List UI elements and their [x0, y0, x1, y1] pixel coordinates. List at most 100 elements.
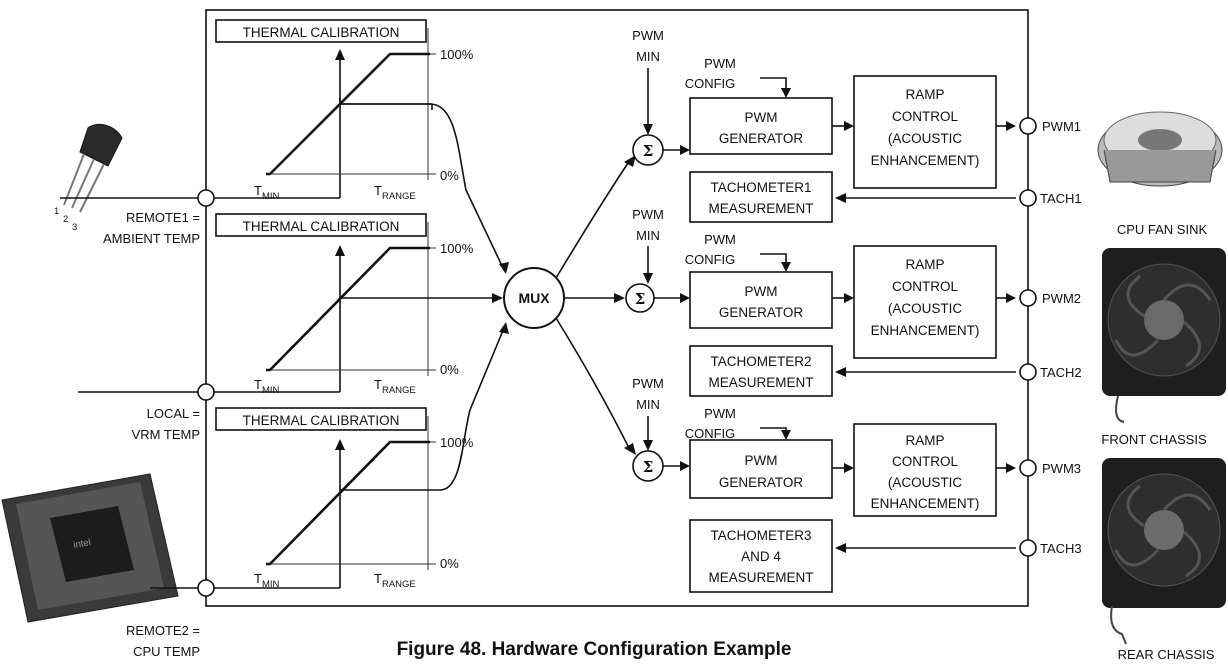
- pwm-config-1-line1: PWM: [704, 56, 736, 71]
- mux-input-lines: [340, 103, 509, 491]
- thermal-calibration-2: THERMAL CALIBRATION 100% 0% TMIN TRANGE: [214, 213, 474, 396]
- pwm3-label: PWM3: [1042, 461, 1081, 476]
- channel-3: PWM MIN Σ PWM CONFIG PWM GENERATOR RAMP …: [632, 376, 1016, 517]
- svg-text:MEASUREMENT: MEASUREMENT: [708, 570, 813, 585]
- tachometer-1-block: TACHOMETER1 MEASUREMENT: [689, 171, 1016, 223]
- pwm-min-2-line2: MIN: [636, 228, 660, 243]
- thermal-calibration-2-title: THERMAL CALIBRATION: [243, 219, 400, 234]
- tc2-0pct: 0%: [440, 362, 459, 377]
- figure-caption: Figure 48. Hardware Configuration Exampl…: [397, 639, 792, 660]
- svg-text:MEASUREMENT: MEASUREMENT: [708, 375, 813, 390]
- ramp-1-line2: CONTROL: [892, 109, 958, 124]
- tc1-tmin: T: [254, 183, 262, 198]
- tc2-100pct: 100%: [440, 241, 474, 256]
- pwm-min-3-line2: MIN: [636, 397, 660, 412]
- tach3-label: TACH3: [1040, 541, 1082, 556]
- pwm1-label: PWM1: [1042, 119, 1081, 134]
- tc3-100pct: 100%: [440, 435, 474, 450]
- tc2-trange: T: [374, 377, 382, 392]
- pwm-gen-2-line2: GENERATOR: [719, 305, 804, 320]
- tc2-tmin: T: [254, 377, 262, 392]
- remote1-pin: [197, 189, 215, 207]
- remote2-label-line2: CPU TEMP: [133, 644, 200, 659]
- thermal-calibration-1-title: THERMAL CALIBRATION: [243, 25, 400, 40]
- remote1-label-line2: AMBIENT TEMP: [103, 231, 200, 246]
- remote2-pin: [197, 579, 215, 597]
- thermal-calibration-3-title: THERMAL CALIBRATION: [243, 413, 400, 428]
- ramp-3-line2: CONTROL: [892, 454, 958, 469]
- local-pin: [197, 383, 215, 401]
- svg-text:TACHOMETER2: TACHOMETER2: [710, 354, 811, 369]
- pwm-gen-1-line2: GENERATOR: [719, 131, 804, 146]
- tc1-tmin-sub: MIN: [262, 191, 280, 202]
- svg-text:TMIN: TMIN: [254, 183, 280, 202]
- tc3-tmin-sub: MIN: [262, 579, 280, 590]
- tc3-trange: T: [374, 571, 382, 586]
- pwm-config-2-line2: CONFIG: [685, 252, 736, 267]
- ramp-2-line4: ENHANCEMENT): [871, 323, 980, 338]
- ramp-3-line4: ENHANCEMENT): [871, 496, 980, 511]
- svg-text:AND 4: AND 4: [741, 549, 781, 564]
- svg-text:3: 3: [72, 222, 77, 233]
- pwm-gen-1-line1: PWM: [745, 110, 778, 125]
- ramp-1-line1: RAMP: [905, 87, 944, 102]
- tach1-label: TACH1: [1040, 191, 1082, 206]
- tach2-label: TACH2: [1040, 365, 1082, 380]
- pwm-min-1-line1: PWM: [632, 28, 664, 43]
- tachometer-2-block: TACHOMETER2 MEASUREMENT: [689, 345, 1016, 397]
- pwm-gen-3-line1: PWM: [745, 453, 778, 468]
- mux-label: MUX: [518, 290, 550, 306]
- pwm-gen-3-line2: GENERATOR: [719, 475, 804, 490]
- tachometer-3-block: TACHOMETER3 AND 4 MEASUREMENT: [689, 519, 1016, 593]
- pwm-min-1-line2: MIN: [636, 49, 660, 64]
- tc1-trange: T: [374, 183, 382, 198]
- thermal-calibration-3: THERMAL CALIBRATION 100% 0% TMIN TRANGE: [214, 407, 474, 590]
- pwm-config-2-line1: PWM: [704, 232, 736, 247]
- local-label-line1: LOCAL =: [147, 406, 200, 421]
- tc2-tmin-sub: MIN: [262, 385, 280, 396]
- pwm-gen-2-line1: PWM: [745, 284, 778, 299]
- svg-text:2: 2: [63, 214, 68, 225]
- channel-1: PWM MIN Σ PWM CONFIG PWM GENERATOR RAMP …: [632, 28, 1016, 189]
- ramp-2-line3: (ACOUSTIC: [888, 301, 963, 316]
- ramp-3-line3: (ACOUSTIC: [888, 475, 963, 490]
- tc3-trange-sub: RANGE: [382, 579, 416, 590]
- ramp-2-line2: CONTROL: [892, 279, 958, 294]
- ramp-1-line4: ENHANCEMENT): [871, 153, 980, 168]
- cpu-fan-sink-icon: [1097, 111, 1223, 187]
- svg-text:TRANGE: TRANGE: [374, 377, 416, 396]
- tc3-0pct: 0%: [440, 556, 459, 571]
- tc3-tmin: T: [254, 571, 262, 586]
- svg-text:Σ: Σ: [643, 142, 654, 160]
- pwm-config-1-line2: CONFIG: [685, 76, 736, 91]
- pwm-min-2-line1: PWM: [632, 207, 664, 222]
- rear-chassis-label: REAR CHASSIS: [1118, 647, 1215, 662]
- pwm2-label: PWM2: [1042, 291, 1081, 306]
- pwm-config-3-line2: CONFIG: [685, 426, 736, 441]
- svg-text:MEASUREMENT: MEASUREMENT: [708, 201, 813, 216]
- pwm-config-3-line1: PWM: [704, 406, 736, 421]
- remote2-label-line1: REMOTE2 =: [126, 623, 200, 638]
- ramp-2-line1: RAMP: [905, 257, 944, 272]
- svg-text:Σ: Σ: [635, 290, 646, 308]
- svg-text:TMIN: TMIN: [254, 377, 280, 396]
- tc2-trange-sub: RANGE: [382, 385, 416, 396]
- pwm-min-3-line1: PWM: [632, 376, 664, 391]
- svg-text:TACHOMETER3: TACHOMETER3: [710, 528, 811, 543]
- front-chassis-fan-icon: [1102, 248, 1226, 423]
- svg-text:Σ: Σ: [643, 458, 654, 476]
- cpu-fan-sink-label: CPU FAN SINK: [1117, 222, 1208, 237]
- svg-text:TMIN: TMIN: [254, 571, 280, 590]
- tc1-trange-sub: RANGE: [382, 191, 416, 202]
- svg-text:TACHOMETER1: TACHOMETER1: [710, 180, 811, 195]
- remote1-label-line1: REMOTE1 =: [126, 210, 200, 225]
- output-pins: PWM1 TACH1 PWM2 TACH2 PWM3 TACH3: [1019, 117, 1082, 557]
- ramp-3-line1: RAMP: [905, 433, 944, 448]
- mux-output-lines: [555, 155, 636, 455]
- svg-text:1: 1: [54, 206, 59, 217]
- ramp-1-line3: (ACOUSTIC: [888, 131, 963, 146]
- cpu-chip-icon: intel: [1, 473, 179, 623]
- svg-text:intel: intel: [73, 537, 92, 551]
- thermal-calibration-1: THERMAL CALIBRATION 100% 0% TMIN TRANGE: [214, 19, 474, 202]
